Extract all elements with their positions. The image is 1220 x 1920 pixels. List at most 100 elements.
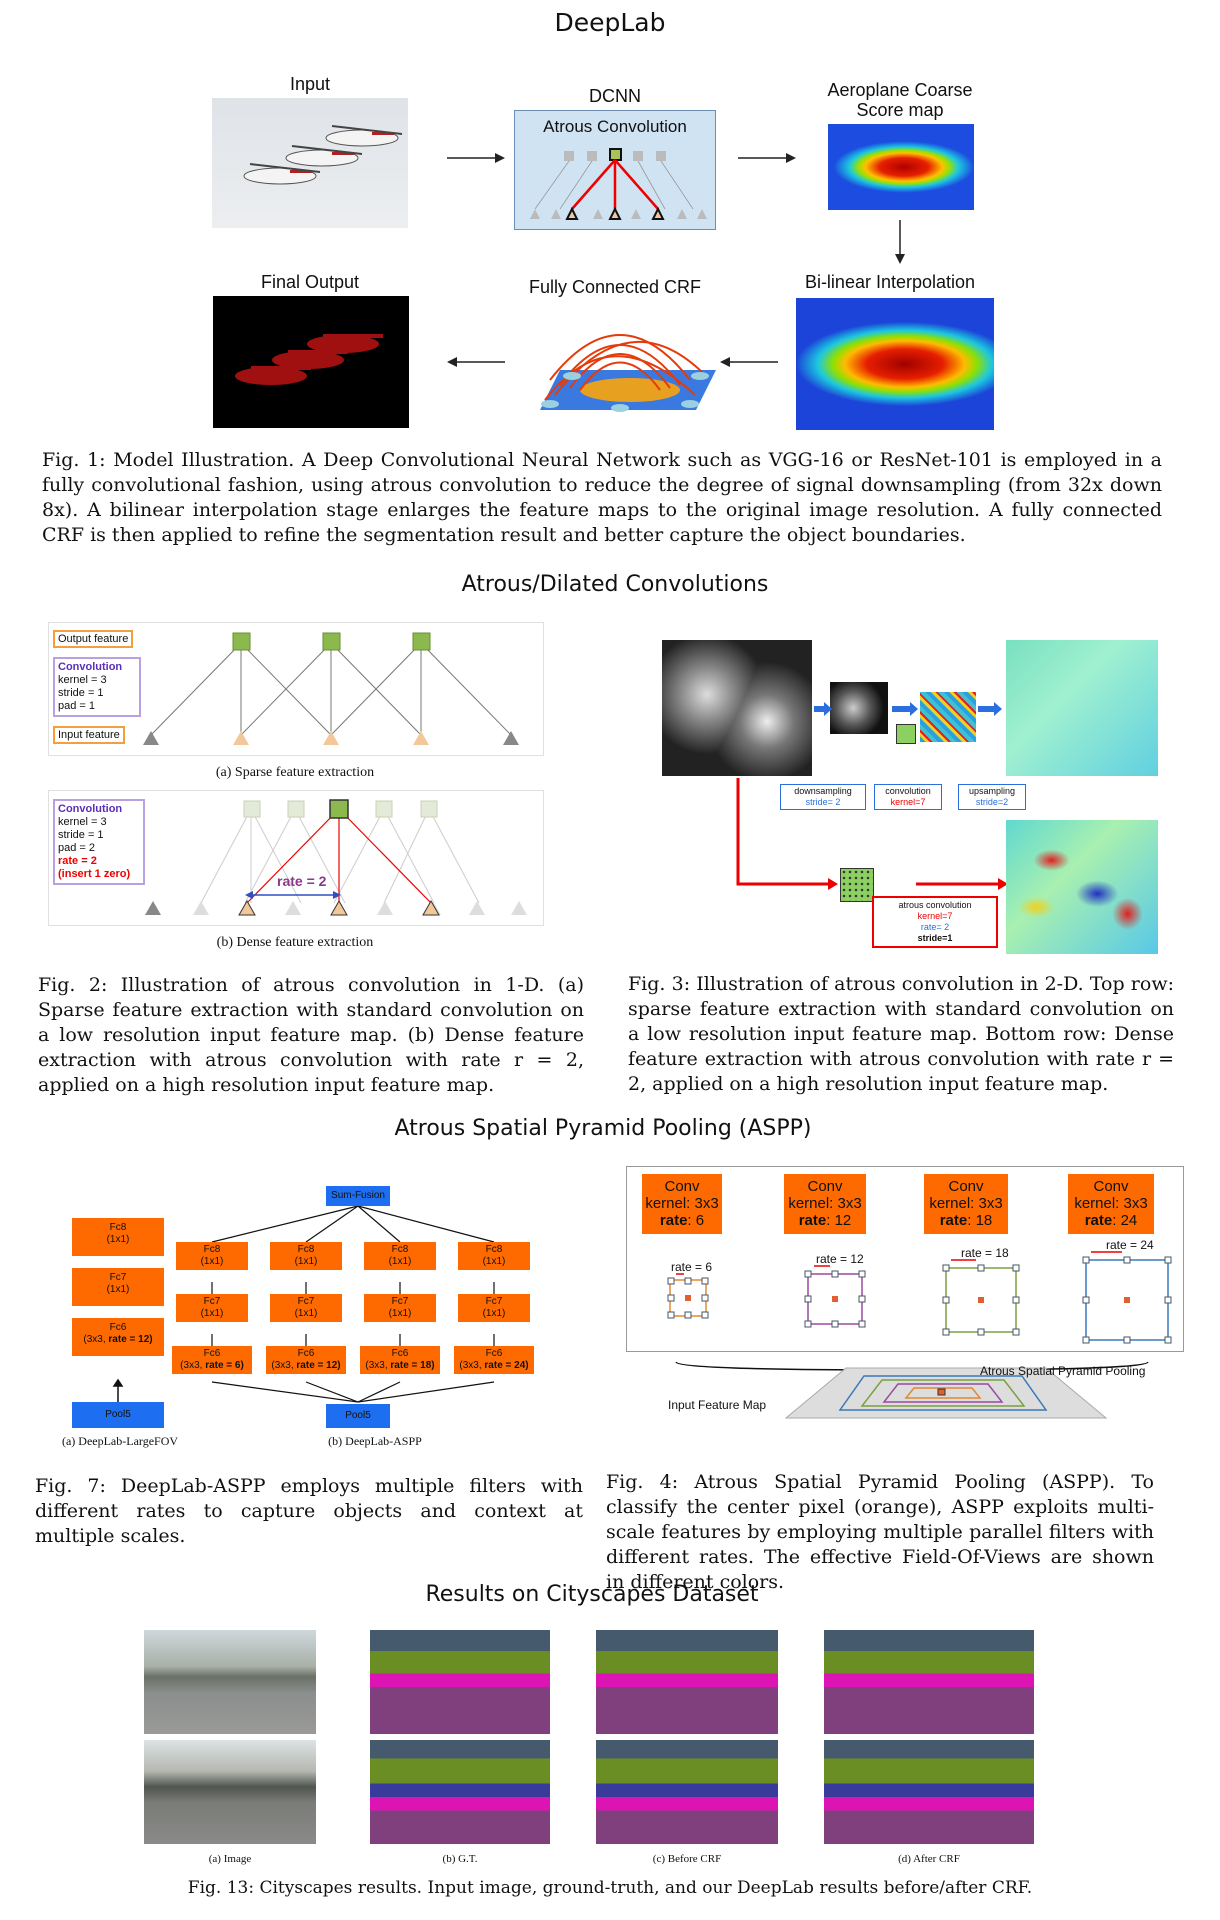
pad-text: pad = 2: [58, 842, 96, 854]
downsampled-image: [830, 682, 888, 734]
coarse-score-map: [828, 124, 974, 210]
fig7a-subcaption: (a) DeepLab-LargeFOV: [61, 1434, 179, 1448]
upsampled-sparse-map: [1006, 640, 1158, 776]
atrous-conv-text: atrous convolution: [898, 900, 972, 910]
atrous-conv-label: Atrous Convolution: [543, 117, 687, 136]
dcnn-label: DCNN: [589, 86, 641, 106]
peppers-image: [662, 640, 812, 776]
fc7-box: Fc7(1x1): [72, 1268, 164, 1306]
kernel-text: (1x1): [106, 1234, 130, 1245]
dense-output-map: [1006, 820, 1158, 954]
aspp-fc8-box: Fc8(1x1): [176, 1242, 248, 1270]
fig3-diagram: downsampling stride= 2 convolution kerne…: [660, 638, 1164, 958]
aspp-fc8-box: Fc8(1x1): [270, 1242, 342, 1270]
final-output-image: [213, 296, 409, 428]
upsampling-stride: stride=2: [975, 797, 1009, 807]
fig2a-diagram: Output feature Convolution kernel = 3 st…: [48, 622, 544, 756]
aspp-pool5-box: Pool5: [326, 1404, 390, 1428]
aspp-fc7-box: Fc7(1x1): [270, 1294, 342, 1322]
convolution-box: convolution kernel=7: [874, 784, 942, 810]
conv-params-box-b: Convolution kernel = 3 stride = 1 pad = …: [53, 799, 145, 885]
fc8-text: Fc8: [109, 1222, 127, 1233]
fig13b-subcaption: (b) G.T.: [442, 1853, 478, 1865]
aspp-fc8-box: Fc8(1x1): [458, 1242, 530, 1270]
fig2-caption: Fig. 2: Illustration of atrous convoluti…: [38, 974, 584, 1096]
section-title-aspp: Atrous Spatial Pyramid Pooling (ASPP): [394, 1116, 812, 1141]
rate-annot-6: rate = 6: [671, 1260, 713, 1274]
final-output-label: Final Output: [260, 272, 360, 292]
arrow-right-icon: [738, 150, 798, 169]
downsampling-box: downsampling stride= 2: [780, 784, 866, 810]
fig13a-subcaption: (a) Image: [208, 1853, 252, 1865]
atrous-kernel: [840, 868, 874, 902]
atrous-conv-diagram: Atrous Convolution: [514, 110, 716, 230]
sum-fusion-box: Sum-Fusion: [326, 1186, 390, 1206]
stride-text: stride = 1: [58, 829, 104, 841]
fig7-caption: Fig. 7: DeepLab-ASPP employs multiple fi…: [35, 1475, 583, 1547]
fig4-caption: Fig. 4: Atrous Spatial Pyramid Pooling (…: [606, 1471, 1154, 1593]
downsampling-text: downsampling: [794, 786, 852, 796]
fig2b-diagram: Convolution kernel = 3 stride = 1 pad = …: [48, 790, 544, 926]
fig13c-subcaption: (c) Before CRF: [652, 1853, 722, 1865]
fc6-params: (3x3, rate = 12): [83, 1334, 153, 1345]
upsampling-text: upsampling: [968, 786, 1016, 796]
atrous-kernel-text: kernel=7: [917, 911, 953, 921]
aspp-fc7-box: Fc7(1x1): [458, 1294, 530, 1322]
fc8-box: Fc8(1x1): [72, 1218, 164, 1256]
aspp-fc6-box: Fc6(3x3, rate = 24): [454, 1346, 534, 1374]
aspp-fc6-box: Fc6(3x3, rate = 12): [266, 1346, 346, 1374]
coarse-score-label-1: Aeroplane Coarse: [827, 80, 973, 100]
conv-title: Convolution: [58, 661, 123, 673]
fc6-box: Fc6(3x3, rate = 12): [72, 1318, 164, 1356]
section-title-cityscapes: Results on Cityscapes Dataset: [425, 1582, 759, 1607]
aspp-fc8-box: Fc8(1x1): [364, 1242, 436, 1270]
kernel-small: [896, 724, 916, 744]
bilinear-interp-map: [796, 298, 994, 430]
rate-annot-18: rate = 18: [961, 1246, 1009, 1260]
fc7-text: Fc7: [109, 1272, 127, 1283]
atrous-params-box: atrous convolution kernel=7 rate= 2 stri…: [872, 896, 998, 948]
input-feature-label: Input feature: [53, 726, 125, 744]
aspp-panel: [626, 1166, 1184, 1352]
fig13d-subcaption: (d) After CRF: [898, 1853, 960, 1865]
rate-text: rate = 2: [58, 855, 97, 867]
section-title-atrous: Atrous/Dilated Convolutions: [461, 572, 769, 597]
conv-output-small: [920, 692, 976, 742]
input-feature-map-label: Input Feature Map: [668, 1398, 767, 1412]
convolution-text: convolution: [885, 786, 931, 796]
cityscapes-grid: [144, 1630, 1034, 1848]
page-title: DeepLab: [554, 8, 666, 37]
before-crf-row1: [596, 1630, 778, 1734]
fig7b-subcaption: (b) DeepLab-ASPP: [328, 1434, 422, 1448]
convolution-kernel: kernel=7: [890, 797, 926, 807]
arrow-right-icon: [447, 150, 507, 169]
downsampling-stride: stride= 2: [805, 797, 841, 807]
conv-title: Convolution: [58, 803, 123, 815]
image-row1: [144, 1630, 316, 1734]
pool5-box: Pool5: [72, 1402, 164, 1428]
aspp-fc7-box: Fc7(1x1): [364, 1294, 436, 1322]
input-label: Input: [289, 74, 331, 94]
fig3-caption: Fig. 3: Illustration of atrous convoluti…: [628, 973, 1174, 1095]
kernel-text: (1x1): [106, 1284, 130, 1295]
fig7-diagram: Fc8(1x1) Fc7(1x1) Fc6(3x3, rate = 12) Po…: [40, 1184, 580, 1428]
gt-row1: [370, 1630, 550, 1734]
atrous-stride-text: stride=1: [917, 933, 953, 943]
before-crf-row2: [596, 1740, 778, 1844]
fig2b-subcaption: (b) Dense feature extraction: [216, 935, 374, 950]
image-row2: [144, 1740, 316, 1844]
coarse-score-label-2: Score map: [856, 100, 944, 120]
input-image-airplanes: [212, 98, 408, 228]
insert-zero-text: (insert 1 zero): [58, 868, 131, 880]
output-feature-label: Output feature: [53, 630, 134, 648]
rate-arrow-label: rate = 2: [277, 873, 327, 889]
fig2a-subcaption: (a) Sparse feature extraction: [215, 765, 375, 780]
gt-row2: [370, 1740, 550, 1844]
fig1-caption: Fig. 1: Model Illustration. A Deep Convo…: [42, 449, 1162, 546]
rate-annot-24: rate = 24: [1106, 1238, 1154, 1252]
